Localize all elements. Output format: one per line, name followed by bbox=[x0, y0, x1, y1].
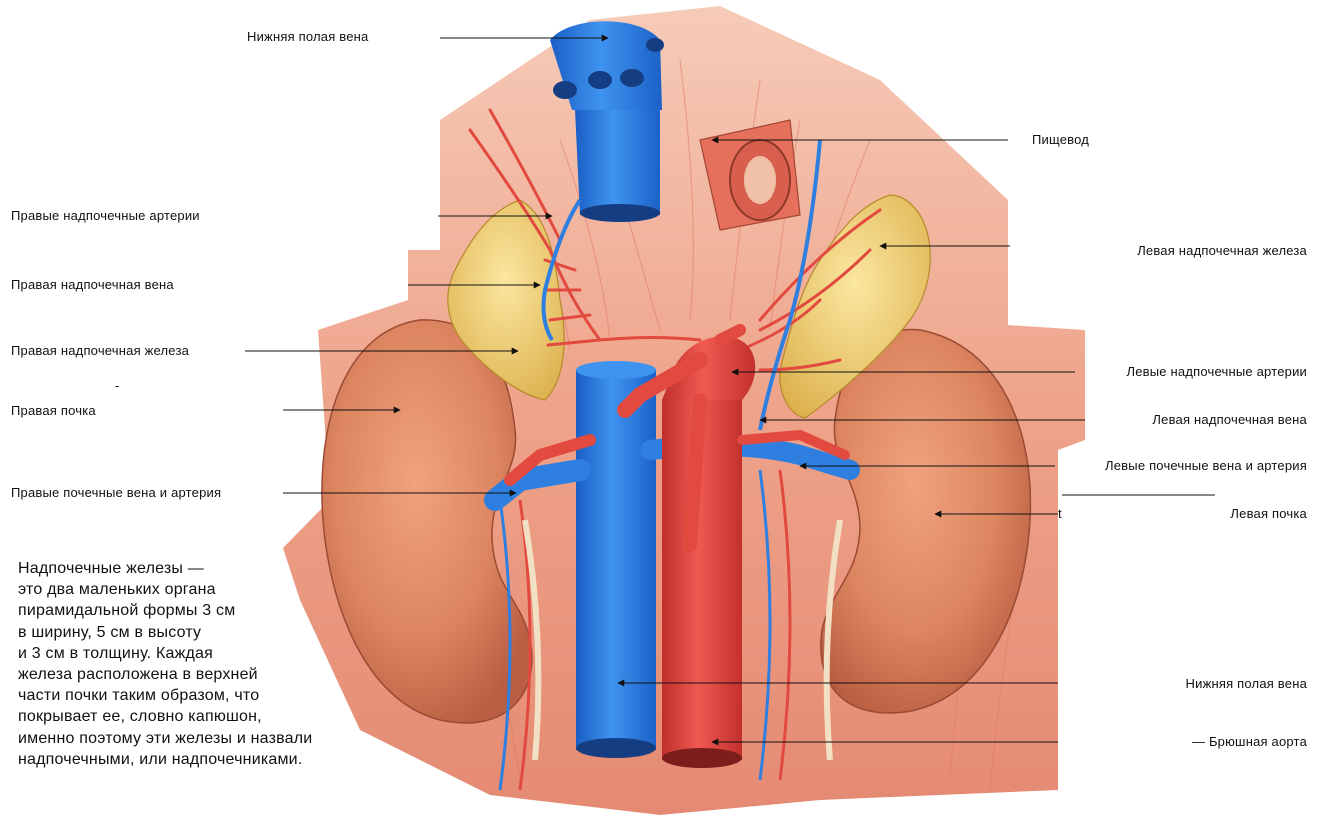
label-left-adrenal-gland: Левая надпочечная железа bbox=[1137, 243, 1307, 259]
description-line: пирамидальной формы 3 см bbox=[18, 600, 368, 621]
inferior-vena-cava-lower bbox=[576, 361, 656, 758]
description-line: Надпочечные железы — bbox=[18, 558, 368, 579]
label-inferior-vena-cava-bottom: Нижняя полая вена bbox=[1186, 676, 1307, 692]
description-line: это два маленьких органа bbox=[18, 579, 368, 600]
label-left-adrenal-vein: Левая надпочечная вена bbox=[1152, 412, 1307, 428]
label-left-adrenal-arteries: Левые надпочечные артерии bbox=[1126, 364, 1307, 380]
label-right-adrenal-vein: Правая надпочечная вена bbox=[11, 277, 174, 293]
label-inferior-vena-cava-top: Нижняя полая вена bbox=[247, 29, 368, 45]
label-esophagus: Пищевод bbox=[1032, 132, 1089, 148]
stray-dash-mark: - bbox=[115, 378, 119, 393]
description-line: надпочечными, или надпочечниками. bbox=[18, 749, 368, 770]
label-right-adrenal-gland: Правая надпочечная железа bbox=[11, 343, 189, 359]
label-right-kidney: Правая почка bbox=[11, 403, 96, 419]
label-abdominal-aorta: — Брюшная аорта bbox=[1192, 734, 1307, 750]
description-line: в ширину, 5 см в высоту bbox=[18, 622, 368, 643]
description-line: именно поэтому эти железы и назвали bbox=[18, 728, 368, 749]
description-line: и 3 см в толщину. Каждая bbox=[18, 643, 368, 664]
description-line: покрывает ее, словно капюшон, bbox=[18, 706, 368, 727]
label-left-renal-vein-artery: Левые почечные вена и артерия bbox=[1105, 458, 1307, 474]
label-right-adrenal-arteries: Правые надпочечные артерии bbox=[11, 208, 200, 224]
label-left-kidney: Левая почка bbox=[1230, 506, 1307, 522]
adrenal-description: Надпочечные железы — это два маленьких о… bbox=[18, 558, 368, 770]
label-right-renal-vein-artery: Правые почечные вена и артерия bbox=[11, 485, 221, 501]
stray-t-mark: t bbox=[1058, 506, 1062, 521]
description-line: железа расположена в верхней bbox=[18, 664, 368, 685]
description-line: части почки таким образом, что bbox=[18, 685, 368, 706]
abdominal-aorta bbox=[662, 336, 755, 768]
